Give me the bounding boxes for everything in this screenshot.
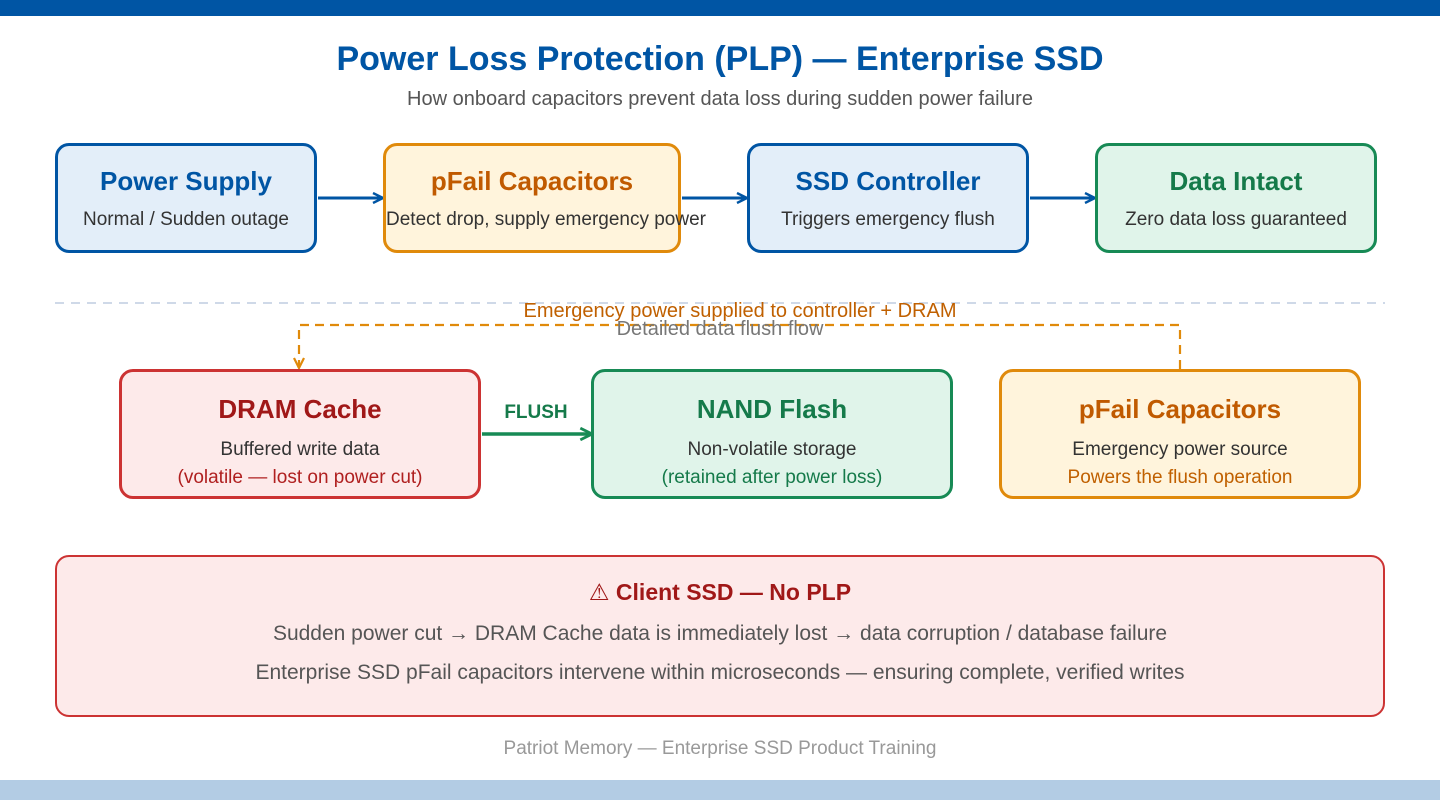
warning-line-1: Sudden power cut → DRAM Cache data is im… — [272, 622, 1168, 645]
node-power-supply: Power Supply Normal / Sudden outage — [55, 143, 317, 253]
flush-label: FLUSH — [504, 402, 568, 423]
node-title: pFail Capacitors — [430, 166, 634, 196]
top-accent-bar — [0, 0, 1440, 16]
bottom-accent-bar — [0, 780, 1440, 800]
warning-panel: ⚠ Client SSD — No PLP Sudden power cut →… — [55, 555, 1385, 717]
node-title: pFail Capacitors — [1078, 394, 1282, 424]
node-data-intact: Data Intact Zero data loss guaranteed — [1095, 143, 1377, 253]
section-label: Detailed data flush flow — [616, 318, 824, 340]
node-desc: Buffered write data — [220, 439, 380, 460]
node-desc: Non-volatile storage — [687, 439, 857, 460]
node-pfail-capacitors-detail: pFail Capacitors Emergency power source … — [999, 369, 1361, 499]
warning-line-2: Enterprise SSD pFail capacitors interven… — [255, 661, 1185, 684]
node-pfail-capacitors: pFail Capacitors Detect drop, supply eme… — [383, 143, 706, 253]
node-title: DRAM Cache — [218, 394, 382, 424]
node-desc: Zero data loss guaranteed — [1125, 209, 1347, 230]
node-title: Power Supply — [100, 166, 272, 196]
node-note: (volatile — lost on power cut) — [177, 467, 423, 488]
emergency-power-label: Emergency power supplied to controller +… — [523, 300, 957, 322]
node-title: SSD Controller — [795, 166, 981, 196]
node-title: Data Intact — [1169, 166, 1303, 196]
footer-credit: Patriot Memory — Enterprise SSD Product … — [503, 738, 937, 759]
node-note: (retained after power loss) — [661, 467, 883, 488]
node-ssd-controller: SSD Controller Triggers emergency flush — [747, 143, 1029, 253]
node-note: Powers the flush operation — [1067, 467, 1293, 488]
emergency-power-arrow — [299, 323, 1182, 369]
node-desc: Detect drop, supply emergency power — [386, 209, 706, 230]
node-title: NAND Flash — [696, 394, 848, 424]
node-desc: Emergency power source — [1072, 439, 1288, 460]
node-desc: Triggers emergency flush — [781, 209, 995, 230]
node-nand-flash: NAND Flash Non-volatile storage (retaine… — [591, 369, 953, 499]
warning-title: ⚠ Client SSD — No PLP — [588, 579, 852, 605]
page-subtitle: How onboard capacitors prevent data loss… — [407, 88, 1033, 110]
node-desc: Normal / Sudden outage — [83, 209, 289, 230]
page-title: Power Loss Protection (PLP) — Enterprise… — [336, 40, 1104, 78]
node-dram-cache: DRAM Cache Buffered write data (volatile… — [119, 369, 481, 499]
